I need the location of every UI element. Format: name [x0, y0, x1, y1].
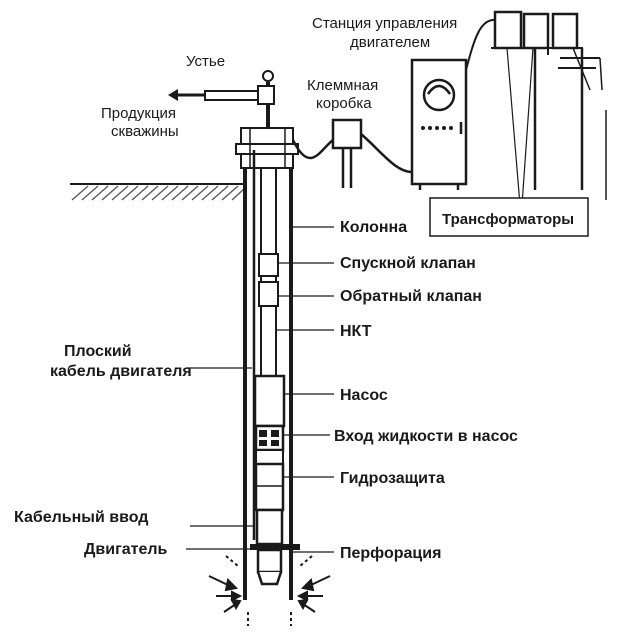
- label-casing: Колонна: [340, 219, 407, 236]
- junction-box: [331, 118, 363, 188]
- label-station-line2: двигателем: [350, 34, 430, 51]
- label-transformers: Трансформаторы: [442, 211, 574, 228]
- label-motor: Двигатель: [84, 541, 168, 558]
- transformers-label-box: [429, 197, 589, 237]
- motor: [250, 508, 300, 586]
- surface-cable-1: [291, 139, 334, 160]
- surface-cable-2: [360, 133, 413, 174]
- label-junction-line2: коробка: [316, 95, 372, 112]
- label-cable-entry: Кабельный ввод: [14, 509, 148, 526]
- label-junction-line1: Клеммная: [307, 77, 378, 94]
- label-tubing: НКТ: [340, 323, 372, 340]
- drain-valve: [258, 253, 279, 277]
- casing: [243, 168, 293, 600]
- check-valve: [258, 281, 279, 307]
- label-pump-intake: Вход жидкости в насос: [334, 428, 518, 445]
- leader-lines: [186, 226, 334, 553]
- protector: [254, 449, 285, 512]
- label-product-line1: Продукция: [101, 105, 176, 122]
- label-cable-line2: кабель двигателя: [50, 363, 192, 380]
- pump-body: [253, 374, 286, 428]
- surface-cable-3: [465, 18, 497, 71]
- label-pump: Насос: [340, 387, 388, 404]
- label-station-line1: Станция управления: [312, 15, 457, 32]
- label-protector: Гидрозащита: [340, 470, 445, 487]
- label-wellhead: Устье: [186, 53, 225, 70]
- control-station: [410, 58, 468, 190]
- perforation-arrows: [208, 555, 331, 626]
- ground-surface: [70, 183, 246, 201]
- label-drain-valve: Спускной клапан: [340, 255, 476, 272]
- wellhead-assembly: [168, 70, 299, 169]
- label-perforation: Перфорация: [340, 545, 441, 562]
- label-cable-line1: Плоский: [64, 343, 132, 360]
- transformers: [491, 10, 607, 206]
- labels: Устье Продукция скважины Клеммная коробк…: [14, 15, 574, 562]
- label-product-line2: скважины: [111, 123, 179, 140]
- label-check-valve: Обратный клапан: [340, 288, 482, 305]
- pump-intake: [254, 424, 285, 452]
